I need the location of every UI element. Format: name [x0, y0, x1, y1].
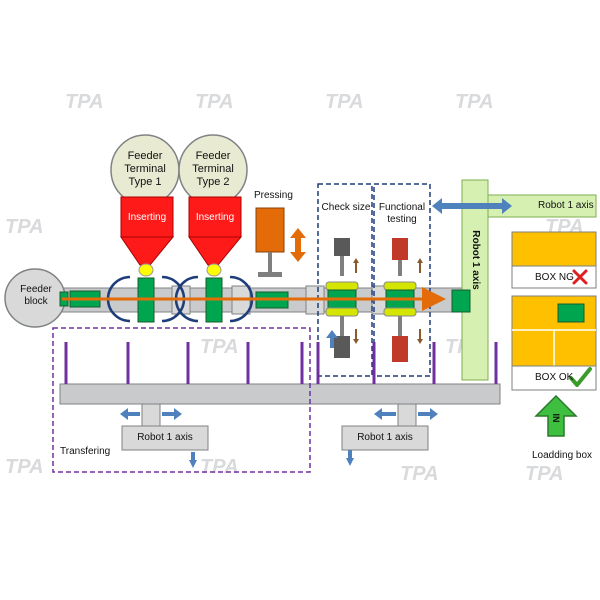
- check-size-arrows: [353, 258, 359, 344]
- func-test-yellow-1: [383, 281, 417, 291]
- robot-bl-body: [121, 425, 209, 451]
- transfer-fingers: [64, 342, 498, 384]
- check-size-sensor-top: [334, 238, 350, 256]
- check-size-rod-top: [340, 256, 344, 276]
- box-ng-label: BOX NG: [535, 272, 574, 283]
- robot-bl-mount: [141, 403, 161, 427]
- inserting-2-label: Inserting: [195, 212, 235, 223]
- watermark-4: TPA: [455, 91, 494, 113]
- cross-icon: [572, 269, 588, 285]
- watermark-1: TPA: [65, 91, 104, 113]
- feeder-type1-label: Feeder Terminal Type 1: [124, 150, 166, 188]
- in-arrow-label: IN: [551, 413, 561, 423]
- inserting-2-tip: [206, 263, 222, 277]
- func-test-arrows: [417, 258, 423, 344]
- func-test-rod-bottom: [398, 316, 402, 336]
- check-size-label: Check size: [321, 202, 371, 213]
- robot-bm-arrows: [346, 408, 438, 466]
- func-test-probe-top: [392, 238, 408, 260]
- robot-bl-arrows: [120, 408, 197, 468]
- check-size-box: [317, 183, 373, 377]
- inserting-2-nozzle: [188, 236, 243, 266]
- robot-bottom-mid-label: Robot 1 axis: [357, 432, 413, 443]
- functional-testing-box: [373, 183, 431, 377]
- transfering-region: [52, 327, 311, 473]
- inserting-1-label: Inserting: [127, 212, 167, 223]
- robot-bottom-left-label: Robot 1 axis: [137, 432, 193, 443]
- box-ok-part: [557, 303, 585, 323]
- feeder-type2-label: Feeder Terminal Type 2: [192, 150, 234, 188]
- check-size-yellow-1: [325, 281, 359, 291]
- pressing-label: Pressing: [254, 190, 293, 201]
- transfering-label: Transfering: [60, 446, 111, 457]
- pressing-rod: [268, 252, 272, 272]
- robot-top-right-double-arrow-icon: [432, 198, 512, 214]
- pressing-head: [255, 207, 285, 253]
- up-arrow-icon: [534, 394, 578, 437]
- robot-vertical-rail: [461, 179, 489, 381]
- box-ok-label: BOX OK: [535, 372, 574, 383]
- watermark-12: TPA: [525, 463, 564, 485]
- func-test-probe-bottom: [392, 336, 408, 362]
- feeder-block-label: Feeder block: [20, 284, 52, 307]
- inserting-2-body: [188, 196, 242, 238]
- watermark-5: TPA: [5, 216, 44, 238]
- check-size-yellow-2: [325, 307, 359, 317]
- pressing-plate: [258, 272, 282, 277]
- check-size-rod-bottom: [340, 316, 344, 336]
- robot-vertical-part: [451, 289, 471, 313]
- robot-bm-body: [341, 425, 429, 451]
- transfer-rail: [59, 383, 501, 405]
- robot-vertical-label: Robot 1 axis: [470, 230, 481, 290]
- watermark-2: TPA: [195, 91, 234, 113]
- check-size-blue-arrows: [326, 330, 338, 348]
- watermark-9: TPA: [5, 456, 44, 478]
- functional-testing-label: Functional testing: [378, 202, 426, 225]
- watermark-3: TPA: [325, 91, 364, 113]
- robot-top-right-label: Robot 1 axis: [538, 200, 594, 211]
- func-test-yellow-2: [383, 307, 417, 317]
- inserting-1-body: [120, 196, 174, 238]
- func-test-rod-top: [398, 260, 402, 276]
- inserting-1-nozzle: [120, 236, 175, 266]
- check-size-sensor-bottom: [334, 336, 350, 358]
- watermark-11: TPA: [400, 463, 439, 485]
- watermark-7: TPA: [200, 336, 239, 358]
- inserting-1-tip: [138, 263, 154, 277]
- check-icon: [569, 367, 592, 387]
- pressing-double-arrow-icon: [290, 228, 306, 262]
- robot-bm-mount: [397, 403, 417, 427]
- watermark-10: TPA: [200, 456, 239, 478]
- loading-box-label: Loadding box: [532, 450, 593, 461]
